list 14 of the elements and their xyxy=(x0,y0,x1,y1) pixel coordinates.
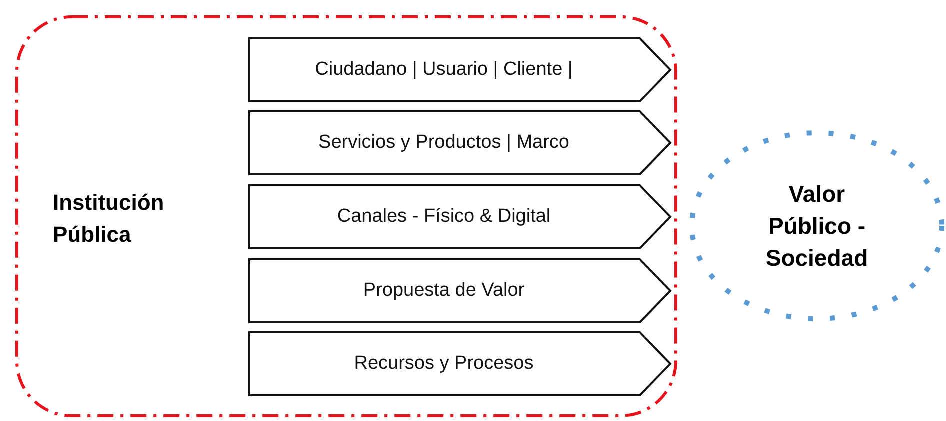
chevron-shape xyxy=(248,258,672,324)
chevron-label: Recursos y Procesos xyxy=(354,352,534,376)
chevron-label: Canales - Físico & Digital xyxy=(337,204,551,229)
dash-dot-region xyxy=(15,15,678,418)
chevron-label: Propuesta de Valor xyxy=(363,278,525,303)
chevron-shape xyxy=(248,331,672,397)
chevron-label: Ciudadano | Usuario | Cliente | xyxy=(315,58,573,82)
chevron-shape xyxy=(248,184,672,250)
region-title: Institución Pública xyxy=(53,189,166,249)
chevron-shape xyxy=(248,110,672,176)
dotted-ellipse xyxy=(689,130,945,322)
ellipse-label: Valor Público - Sociedad xyxy=(764,180,870,273)
chevron-label: Servicios y Productos | Marco xyxy=(318,130,570,155)
chevron-shape xyxy=(248,37,672,103)
